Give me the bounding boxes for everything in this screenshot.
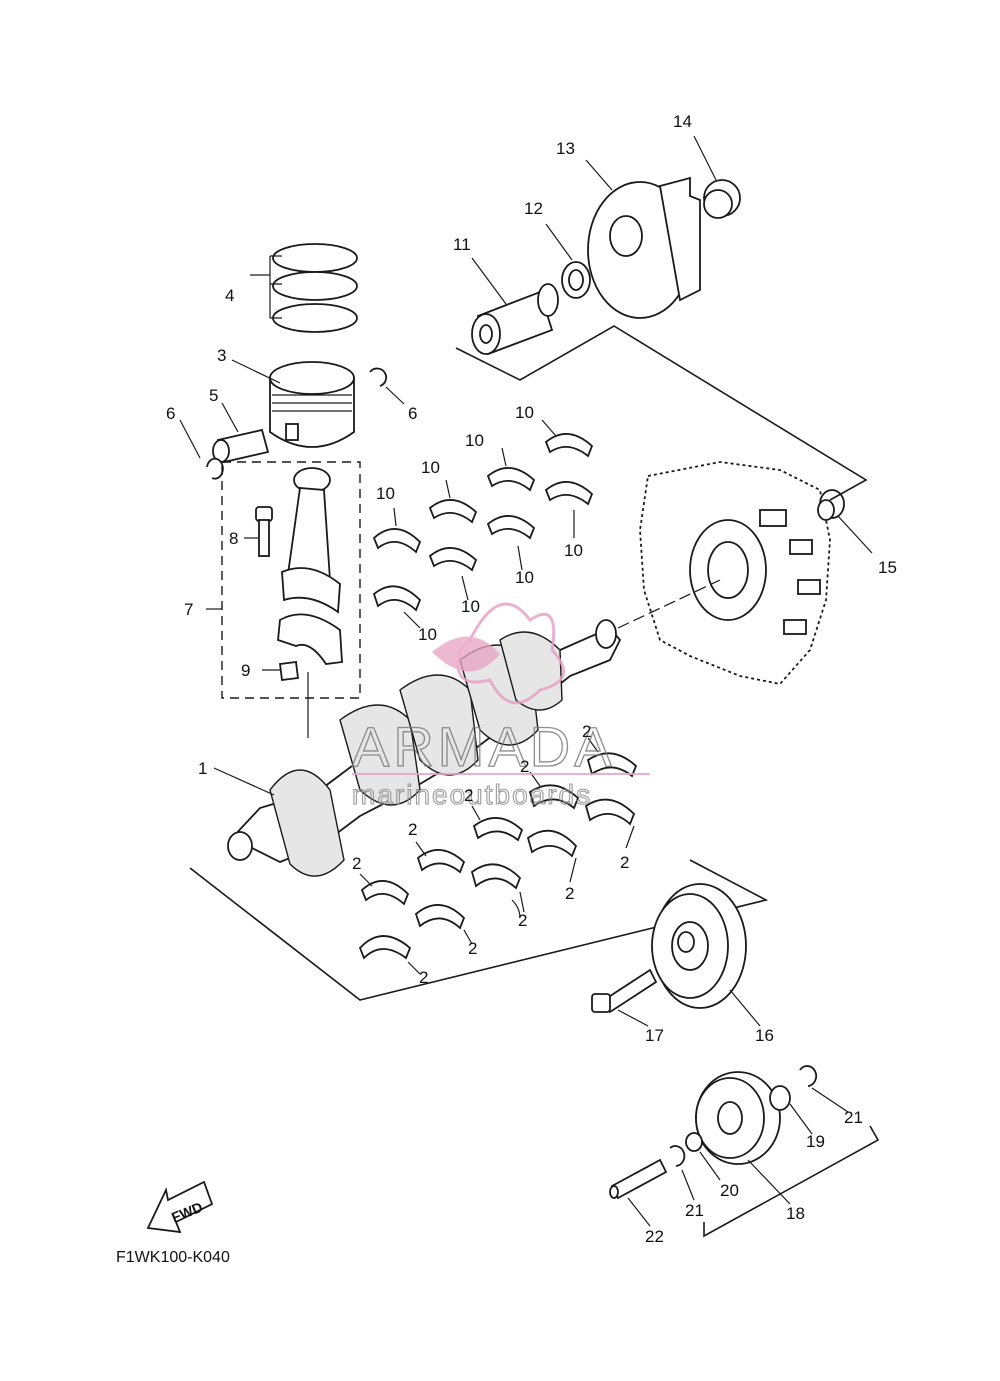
callout-10: 10	[515, 568, 534, 587]
callout-10: 10	[376, 484, 395, 503]
gear-bearing	[769, 1085, 791, 1111]
callout-10: 10	[515, 403, 534, 422]
callout-21: 21	[844, 1108, 863, 1127]
piston-rings	[272, 243, 358, 333]
callout-8: 8	[229, 529, 238, 548]
callout-2: 2	[419, 968, 428, 987]
callout-2: 2	[620, 853, 629, 872]
callout-11: 11	[453, 235, 471, 254]
conrod-kit-box	[221, 461, 361, 699]
callout-2: 2	[468, 939, 477, 958]
crankcase-housing	[639, 461, 831, 685]
callout-10: 10	[421, 458, 440, 477]
callout-6: 6	[166, 404, 175, 423]
gear-circlip-right	[799, 1065, 818, 1087]
circlip-left	[206, 457, 224, 480]
callout-labels: 1 2 2 2 2 2 2 2 2 2 2 3 4 5 6 6 7 8 9 10…	[166, 112, 897, 1246]
callout-13: 13	[556, 139, 575, 158]
callout-15: 15	[878, 558, 897, 577]
callout-2: 2	[518, 911, 527, 930]
flywheel-bolt	[591, 968, 658, 1014]
connecting-rod	[281, 467, 341, 614]
callout-2: 2	[352, 854, 361, 873]
callout-4: 4	[225, 286, 234, 305]
callout-2: 2	[565, 884, 574, 903]
flywheel	[651, 883, 747, 1009]
conrod-nut	[278, 660, 300, 682]
gear-shaft	[609, 1158, 668, 1200]
callout-10: 10	[461, 597, 480, 616]
callout-14: 14	[673, 112, 692, 131]
callout-19: 19	[806, 1132, 825, 1151]
callout-1: 1	[198, 759, 207, 778]
fwd-arrow-icon	[146, 1180, 214, 1234]
callout-6: 6	[408, 404, 417, 423]
drive-shaft	[471, 283, 559, 356]
damper-case	[587, 176, 701, 319]
callout-3: 3	[217, 346, 226, 365]
callout-18: 18	[786, 1204, 805, 1223]
watermark-brand: ARMADA	[352, 715, 616, 778]
callout-5: 5	[209, 386, 218, 405]
conrod-bearings	[372, 433, 594, 612]
gear-circlip-left	[669, 1145, 686, 1167]
callout-21: 21	[685, 1201, 704, 1220]
crankshaft	[227, 619, 622, 877]
conrod-bolt	[255, 506, 273, 557]
crank-bearings	[358, 752, 638, 960]
callout-10: 10	[465, 431, 484, 450]
washer	[685, 1132, 703, 1152]
callout-2: 2	[464, 786, 473, 805]
end-plug	[703, 179, 741, 219]
oil-seal	[561, 261, 591, 299]
watermark: ARMADA marineoutboards	[351, 602, 650, 811]
conrod-cap	[277, 613, 343, 665]
callout-16: 16	[755, 1026, 774, 1045]
driven-gear	[695, 1071, 781, 1165]
callout-17: 17	[645, 1026, 664, 1045]
callout-20: 20	[720, 1181, 739, 1200]
callout-7: 7	[184, 600, 193, 619]
piston	[269, 361, 355, 448]
plug	[817, 489, 845, 521]
callout-9: 9	[241, 661, 250, 680]
callout-12: 12	[524, 199, 543, 218]
piston-pin	[212, 428, 270, 464]
callout-10: 10	[564, 541, 583, 560]
callout-22: 22	[645, 1227, 664, 1246]
callout-2: 2	[408, 820, 417, 839]
callout-10: 10	[418, 625, 437, 644]
callout-2: 2	[520, 757, 529, 776]
circlip-right	[369, 367, 388, 387]
diagram-code: F1WK100-K040	[116, 1249, 230, 1266]
callout-2: 2	[582, 722, 591, 741]
watermark-logo-icon	[432, 602, 565, 705]
watermark-tagline: marineoutboards	[352, 779, 592, 810]
